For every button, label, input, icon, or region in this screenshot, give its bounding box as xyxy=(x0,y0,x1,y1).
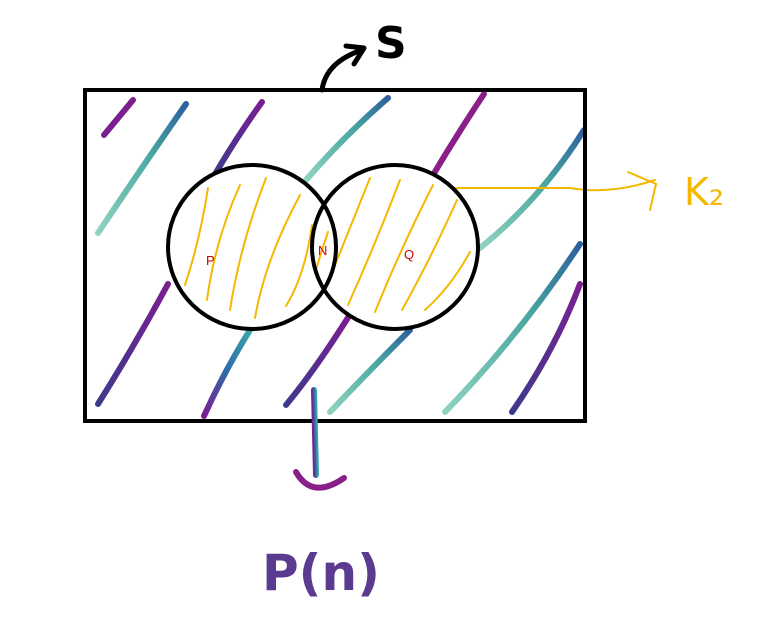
set-q-circle xyxy=(310,163,480,331)
outside-shading xyxy=(95,91,585,419)
set-q-label: Q xyxy=(404,247,414,262)
set-p-circle xyxy=(166,163,338,331)
universal-set-label: S xyxy=(375,18,407,69)
outside-shading-label: P(n) xyxy=(262,544,380,602)
union-shading xyxy=(184,177,656,319)
universal-set-box xyxy=(83,88,587,423)
outside-pointer-arrow xyxy=(293,387,347,491)
set-p-label: P xyxy=(206,253,215,268)
union-pointer-arrow xyxy=(627,171,658,211)
union-shading-label: K₂ xyxy=(684,170,724,214)
intersection-label: N xyxy=(318,243,327,258)
universal-set-pointer-arrow xyxy=(319,43,367,93)
